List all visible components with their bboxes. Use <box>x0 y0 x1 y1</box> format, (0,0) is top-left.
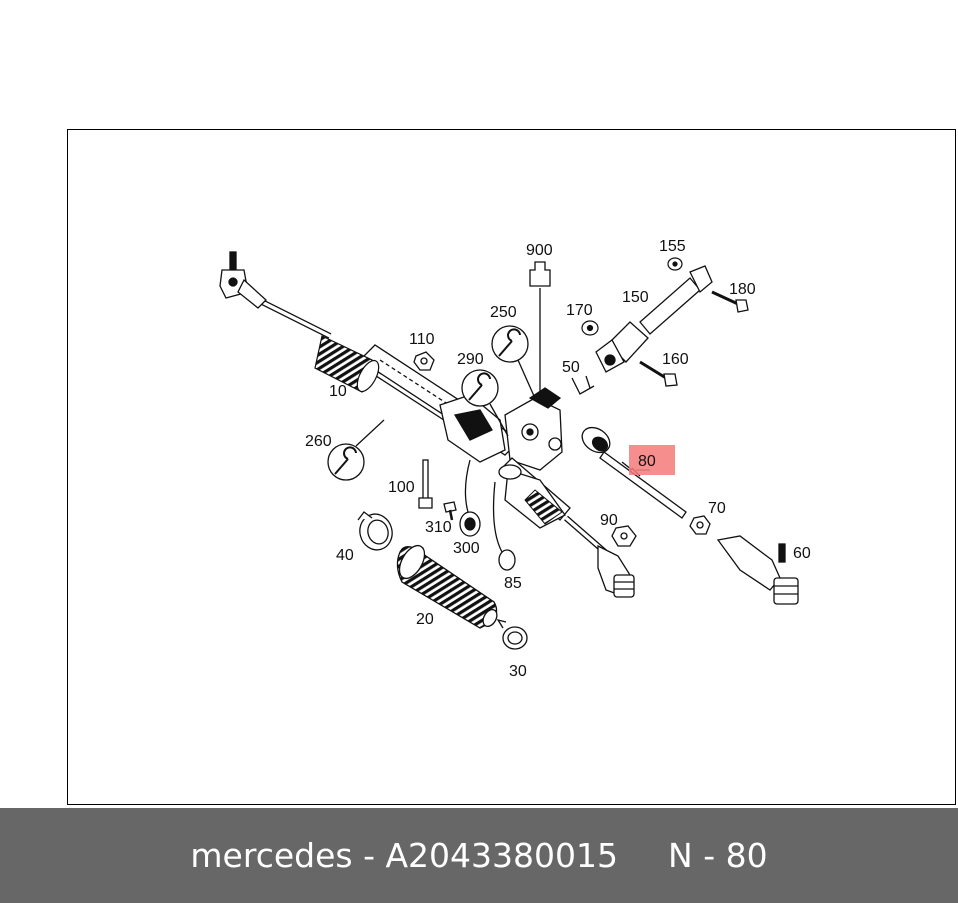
nut-110 <box>413 351 435 371</box>
label-900: 900 <box>526 242 553 259</box>
clamp-30 <box>496 618 528 650</box>
right-tie-rod-end-lower <box>597 544 635 598</box>
clamp-40 <box>357 511 393 551</box>
position-prefix: N - <box>668 836 726 875</box>
label-150: 150 <box>622 289 649 306</box>
label-160: 160 <box>662 351 689 368</box>
bolt-160 <box>639 360 678 387</box>
label-110: 110 <box>409 331 435 348</box>
label-30: 30 <box>509 663 527 680</box>
wrench-symbol-260 <box>327 419 385 481</box>
label-180: 180 <box>729 281 756 298</box>
bolt-310 <box>443 501 457 521</box>
label-10: 10 <box>329 383 347 400</box>
part-labels: 900 155 150 180 170 250 110 290 160 50 1… <box>305 238 811 680</box>
wrench-symbol-290 <box>461 369 509 437</box>
wrench-symbol-250 <box>491 325 535 397</box>
label-170: 170 <box>566 302 593 319</box>
label-90: 90 <box>600 512 618 529</box>
label-100: 100 <box>388 479 415 496</box>
washer-170 <box>581 320 599 336</box>
label-155: 155 <box>659 238 686 255</box>
label-260: 260 <box>305 433 332 450</box>
nut-70 <box>689 515 711 535</box>
left-rack-bellows <box>314 335 380 393</box>
cap-85 <box>492 481 516 571</box>
boot-20 <box>396 544 498 629</box>
highlight-box-80 <box>629 445 675 475</box>
label-40: 40 <box>336 547 354 564</box>
label-70: 70 <box>708 500 726 517</box>
label-80: 80 <box>638 453 656 470</box>
part-900 <box>529 261 551 396</box>
label-250: 250 <box>490 304 517 321</box>
steering-shaft-150 <box>595 265 713 373</box>
footer-separator: - <box>352 836 386 875</box>
left-tie-rod-end <box>219 251 267 309</box>
label-60: 60 <box>793 545 811 562</box>
brand-name: mercedes <box>190 836 353 875</box>
position-number: 80 <box>725 836 768 875</box>
bolt-100 <box>418 459 433 509</box>
steering-rack-diagram: 900 155 150 180 170 250 110 290 160 50 1… <box>219 238 811 680</box>
part-info-footer: mercedes - A2043380015 N - 80 <box>0 808 958 903</box>
label-85: 85 <box>504 575 522 592</box>
bolt-180 <box>711 290 749 313</box>
nut-90 <box>611 525 637 547</box>
outer-tie-rod-end-60 <box>716 535 799 605</box>
label-310: 310 <box>425 519 452 536</box>
part-number: A2043380015 <box>385 836 619 875</box>
label-20: 20 <box>416 611 434 628</box>
bushing-300 <box>459 459 481 537</box>
tie-rod-80 <box>581 426 687 519</box>
label-290: 290 <box>457 351 484 368</box>
label-50: 50 <box>562 359 580 376</box>
clip-50 <box>571 375 595 395</box>
washer-155 <box>667 257 683 271</box>
right-rack-bellows <box>498 464 566 529</box>
label-300: 300 <box>453 540 480 557</box>
